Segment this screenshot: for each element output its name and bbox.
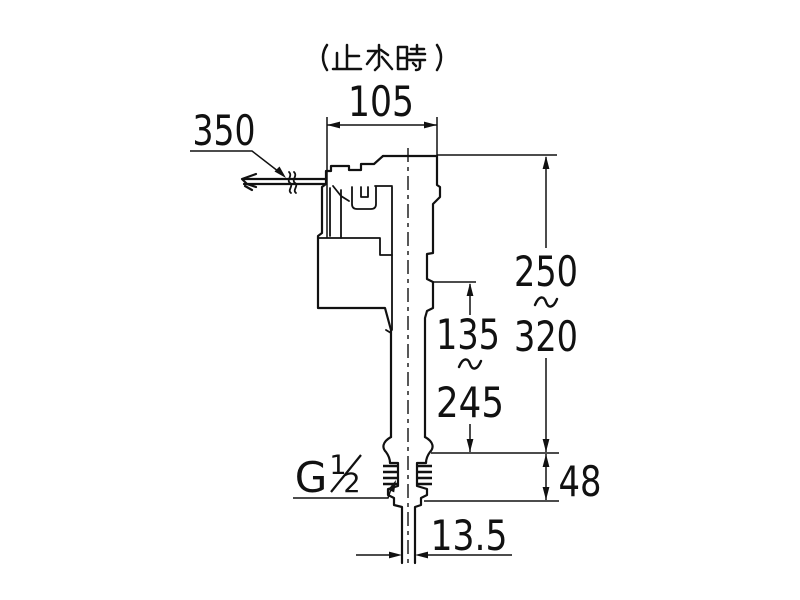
- valve-right-profile: [381, 154, 442, 439]
- kanji-toki: [396, 43, 427, 72]
- thread-letter-label: G: [295, 453, 328, 502]
- range-wave-right: [533, 296, 559, 308]
- valve-left-profile: [316, 154, 393, 439]
- float-arm-tip: [240, 172, 258, 192]
- dim-320-label: 320: [514, 312, 578, 361]
- lever-link: [332, 185, 350, 202]
- ext-lines-48: [424, 452, 559, 502]
- body-bottom-step: [317, 237, 393, 256]
- thread-spec: G 1 2: [293, 450, 396, 502]
- dim-13-5-label: 13.5: [431, 511, 508, 560]
- dim-250-label: 250: [514, 247, 578, 296]
- dim-48-label: 48: [559, 457, 602, 506]
- rod-break-symbol: [287, 171, 298, 194]
- ext-lines-105: [326, 117, 438, 238]
- note-shutoff: [321, 43, 443, 72]
- dim-stem-range: 135 245: [432, 281, 504, 452]
- arrowhead-up: [542, 454, 550, 467]
- thread-denominator-label: 2: [343, 468, 360, 499]
- dim-135-label: 135: [436, 310, 500, 359]
- fraction-slash: [330, 454, 362, 493]
- dim-350-label: 350: [193, 106, 256, 155]
- arrowhead-leader: [388, 480, 396, 493]
- arrowhead-down: [466, 439, 474, 452]
- arrowhead-up: [542, 156, 550, 169]
- kanji-tomaru: [331, 43, 363, 71]
- dim-245-label: 245: [436, 378, 504, 427]
- arrowhead-right: [389, 551, 402, 559]
- dim-height-range: 250 320: [437, 154, 578, 452]
- valve-outline: [316, 154, 442, 565]
- dim-float-arm: 350: [190, 106, 286, 178]
- paren-left: [321, 43, 329, 72]
- arrowhead-right: [424, 121, 437, 129]
- arrowhead-left: [327, 121, 340, 129]
- arrowhead-down: [542, 487, 550, 500]
- arrowhead-left: [415, 551, 428, 559]
- thread-fins: [383, 464, 432, 486]
- range-wave-mid: [457, 358, 483, 370]
- arrowhead-down: [542, 439, 550, 452]
- arrowhead-up: [466, 283, 474, 296]
- dim-top-width: 105: [326, 77, 438, 238]
- thread-fins-left: [383, 464, 398, 486]
- dim-outlet: 13.5: [356, 511, 512, 560]
- leader-line-350: [190, 150, 284, 176]
- valve-internal-lines: [317, 185, 393, 334]
- kanji-mizu: [365, 43, 394, 72]
- thread-fins-right: [417, 464, 432, 486]
- thread-numerator-label: 1: [329, 450, 346, 481]
- arrowhead-leader: [274, 166, 286, 178]
- dim-lower-section: 48: [424, 452, 602, 506]
- lever-fork: [351, 186, 377, 210]
- float-arm: [240, 171, 328, 194]
- dim-105-label: 105: [348, 77, 414, 126]
- float-arm-rod: [242, 177, 328, 186]
- valve-bottom-left-profile: [382, 435, 404, 565]
- shank-tab: [385, 329, 392, 334]
- valve-bottom-right-profile: [413, 435, 434, 565]
- paren-right: [435, 43, 443, 72]
